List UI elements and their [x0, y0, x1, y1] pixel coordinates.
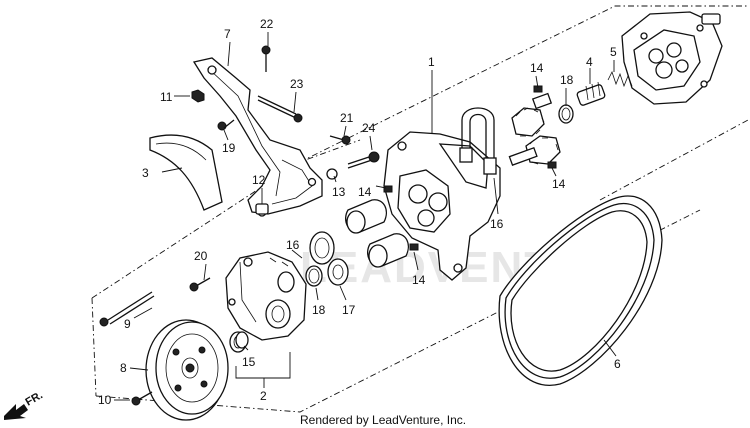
bolt-20	[189, 277, 211, 292]
o-ring-small	[558, 104, 574, 124]
pulley	[145, 319, 229, 421]
callout-5: 5	[610, 45, 617, 59]
callout-12: 12	[252, 173, 266, 187]
callout-20: 20	[194, 249, 208, 263]
callout-4: 4	[586, 55, 593, 69]
nut-11	[191, 89, 205, 103]
render-credit: Rendered by LeadVenture, Inc.	[300, 413, 466, 427]
collar-15	[235, 331, 249, 349]
callout-10: 10	[98, 393, 112, 407]
bolt-9	[99, 291, 155, 327]
rotor-lower	[367, 233, 409, 268]
seal-pair	[327, 258, 349, 286]
front-direction-arrow: FR.	[4, 389, 45, 420]
rotor-upper	[345, 199, 387, 234]
callout-22: 22	[260, 17, 274, 31]
collar-12	[255, 203, 269, 215]
callout-24: 24	[362, 121, 376, 135]
callout-14c: 14	[358, 185, 372, 199]
gear-lower	[508, 135, 561, 166]
callout-18b: 18	[312, 303, 326, 317]
callout-6: 6	[614, 357, 621, 371]
bolt-10	[131, 391, 153, 406]
bolt-19	[217, 119, 235, 131]
callout-3: 3	[142, 166, 149, 180]
callout-17: 17	[342, 303, 356, 317]
callout-9: 9	[124, 317, 131, 331]
callout-23: 23	[290, 77, 304, 91]
callout-16a: 16	[490, 217, 504, 231]
drive-belt	[498, 195, 663, 386]
bolt-22	[261, 45, 271, 72]
gear-upper	[511, 92, 553, 137]
callout-21: 21	[340, 111, 354, 125]
callout-19: 19	[222, 141, 236, 155]
callout-16b: 16	[286, 238, 300, 252]
bolt-21	[329, 135, 351, 145]
direction-label: FR.	[24, 389, 45, 408]
washer-13	[326, 168, 338, 180]
belt-cover	[149, 134, 223, 211]
front-housing	[225, 251, 307, 341]
valve-spring	[607, 70, 633, 88]
bolt-23	[257, 95, 303, 123]
callout-8: 8	[120, 361, 127, 375]
callout-13: 13	[332, 185, 346, 199]
callouts: 1 2 3 4 5 6 7 8 9 10 11 12 13 14 14 14 1…	[98, 17, 621, 407]
bolt-24	[347, 151, 380, 169]
callout-18a: 18	[560, 73, 574, 87]
relief-valve	[576, 81, 606, 106]
seal-large	[309, 231, 335, 265]
o-ring-lower	[305, 265, 323, 287]
dowel-pins	[383, 85, 557, 251]
leader-lines	[114, 32, 617, 401]
rear-cover	[621, 11, 723, 105]
callout-15: 15	[242, 355, 256, 369]
pump-body	[383, 107, 501, 281]
callout-14a: 14	[530, 61, 544, 75]
callout-11: 11	[160, 90, 173, 104]
callout-2: 2	[260, 389, 267, 403]
callout-1: 1	[428, 55, 435, 69]
callout-7: 7	[224, 27, 231, 41]
callout-14b: 14	[552, 177, 566, 191]
callout-14d: 14	[412, 273, 426, 287]
